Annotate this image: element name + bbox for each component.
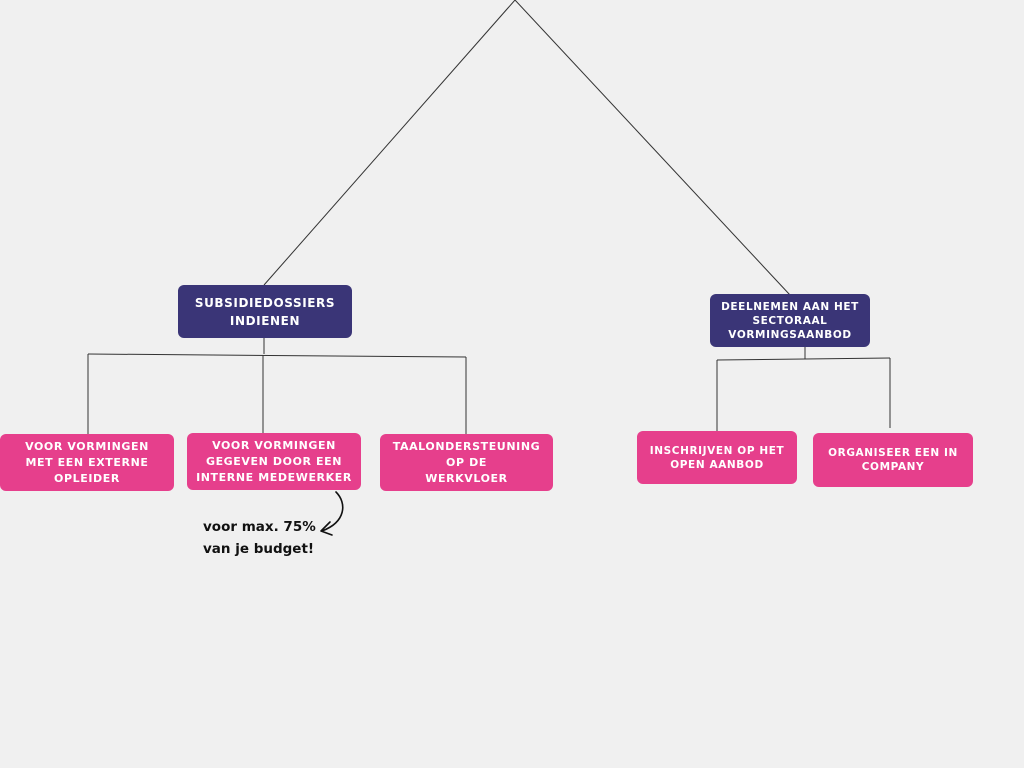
connector-root-left <box>263 0 516 286</box>
node-interne-medewerker: VOOR VORMINGEN GEGEVEN DOOR EEN INTERNE … <box>187 433 361 490</box>
node-subsidiedossiers-indienen: SUBSIDIEDOSSIERS INDIENEN <box>178 285 352 338</box>
node-deelnemen-sectoraal-vormingsaanbod: DEELNEMEN AAN HET SECTORAAL VORMINGSAANB… <box>710 294 870 347</box>
connector-right-bar <box>716 357 891 361</box>
node-taalondersteuning: TAALONDERSTEUNING OP DE WERKVLOER <box>380 434 553 491</box>
budget-note: voor max. 75% van je budget! <box>203 519 316 557</box>
node-externe-opleider: VOOR VORMINGEN MET EEN EXTERNE OPLEIDER <box>0 434 174 491</box>
connector-left-bar <box>87 353 467 358</box>
node-inschrijven-open-aanbod: INSCHRIJVEN OP HET OPEN AANBOD <box>637 431 797 484</box>
curved-arrow-icon <box>320 491 344 536</box>
connector-root-right <box>514 0 791 296</box>
node-organiseer-in-company: ORGANISEER EEN IN COMPANY <box>813 433 973 487</box>
